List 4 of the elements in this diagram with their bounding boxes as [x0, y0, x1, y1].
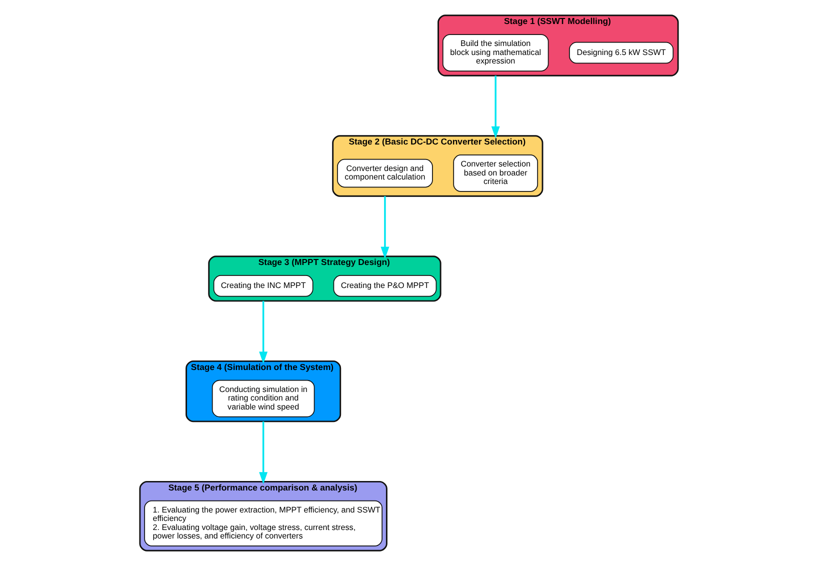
arrow [380, 196, 390, 259]
arrow [259, 300, 268, 364]
arrow [491, 76, 500, 138]
arrow [259, 421, 268, 484]
